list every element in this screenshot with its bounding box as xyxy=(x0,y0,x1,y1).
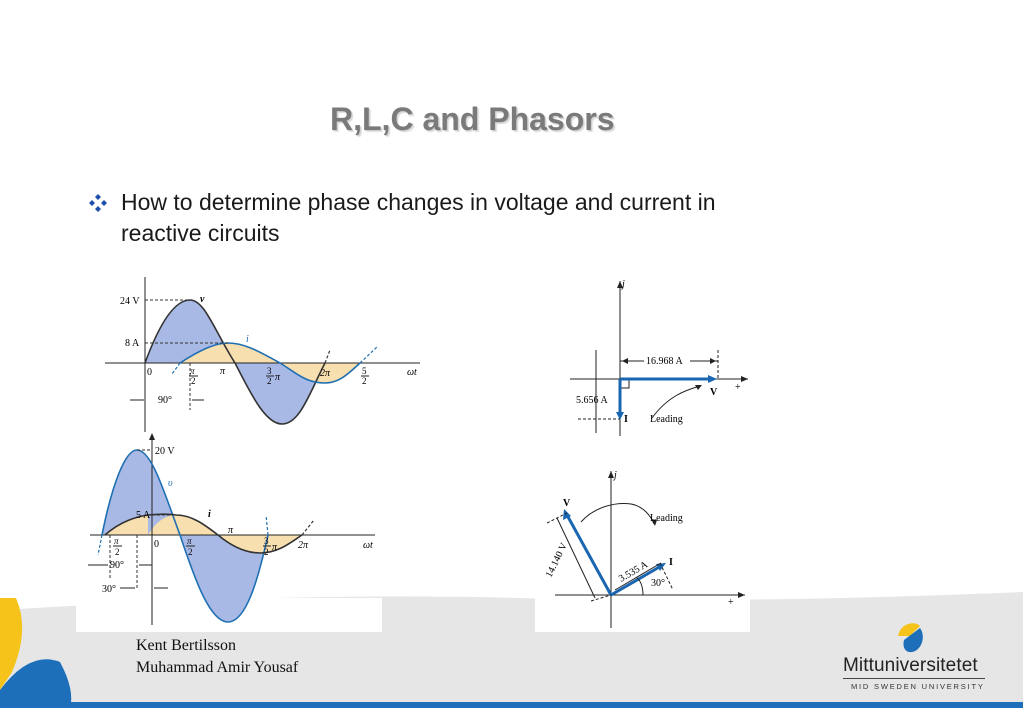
origin-label-2: 0 xyxy=(154,539,159,550)
j-axis-label-2: j xyxy=(612,470,617,481)
tick-three-half-num-2: 3 xyxy=(264,536,269,546)
tick-three-half-num: 3 xyxy=(267,366,272,376)
v-magnitude-label: 16.968 A xyxy=(646,356,683,367)
origin-label: 0 xyxy=(147,367,152,378)
tick-pi-over-2-num: π xyxy=(190,366,195,376)
bullet-item: How to determine phase changes in voltag… xyxy=(88,187,721,249)
i-curve-label: i xyxy=(246,334,249,345)
waveform-figure-1: 24 V 8 A v i 0 π 2 π 3 2 π 2π 5 2 ωt 90° xyxy=(105,277,420,432)
author-2: Muhammad Amir Yousaf xyxy=(136,659,299,676)
author-1: Kent Bertilsson xyxy=(136,637,236,654)
v-phasor-label: V xyxy=(710,387,718,398)
j-axis-label: j xyxy=(620,279,625,290)
waveform-figure-2: 20 V 5 A υ i π 0 π 2 π 2 3 2 π 2π ωt 90°… xyxy=(88,433,375,625)
phase-shift-label: 90° xyxy=(158,395,172,406)
tick-neg-pi-num: π xyxy=(114,536,119,546)
i-phasor-label: I xyxy=(624,414,628,425)
tick-two-pi: 2π xyxy=(320,368,331,379)
university-logo-icon xyxy=(898,623,923,653)
i-peak-label-2: 5 A xyxy=(136,510,151,521)
i-phasor-label-2: I xyxy=(669,557,673,568)
leading-label: Leading xyxy=(650,414,683,425)
accent-blue-shape xyxy=(0,659,72,708)
tick-five-half-num: 5 xyxy=(362,366,367,376)
tick-three-half-pi: π xyxy=(275,372,281,383)
v-phasor-label-2: V xyxy=(563,498,571,509)
diamond-bullet-icon xyxy=(89,194,107,212)
tick-three-half-den-2: 2 xyxy=(264,547,269,557)
phase-shift-label-90: 90° xyxy=(110,560,124,571)
tick-three-half-pi-2: π xyxy=(272,542,278,553)
axis-label-omega-t: ωt xyxy=(407,367,417,378)
i-magnitude-label: 5.656 A xyxy=(576,395,608,406)
tick-pi-over-2-den: 2 xyxy=(191,376,196,386)
i-curve-label-2: i xyxy=(208,509,211,520)
phasor-diagram-2: j V 14.140 V 3.535 A I 30° Leading + xyxy=(544,470,745,628)
bullet-text: How to determine phase changes in voltag… xyxy=(121,189,716,246)
phase-shift-label-30: 30° xyxy=(102,584,116,595)
v-peak-label: 24 V xyxy=(120,296,140,307)
v-curve-label-2: υ xyxy=(168,478,173,489)
i-peak-label: 8 A xyxy=(125,338,140,349)
v-peak-label-2: 20 V xyxy=(155,446,175,457)
tick-pi-over-2-den-2: 2 xyxy=(188,547,193,557)
tick-two-pi-2: 2π xyxy=(298,540,309,551)
logo-subtitle: MID SWEDEN UNIVERSITY xyxy=(851,682,985,691)
plus-label-2: + xyxy=(728,597,734,608)
tick-pi-2: π xyxy=(228,525,234,536)
tick-five-half-den: 2 xyxy=(362,376,367,386)
v-curve-label: v xyxy=(200,294,205,305)
logo-divider xyxy=(843,678,985,679)
logo-name: Mittuniversitetet xyxy=(843,655,978,676)
v-magnitude-label-2: 14.140 V xyxy=(544,541,570,580)
accent-yellow-shape xyxy=(0,598,23,690)
plus-label: + xyxy=(735,382,741,393)
tick-pi-over-2-num-2: π xyxy=(187,536,192,546)
phasor-diagram-1: j 16.968 A V + 5.656 A I Leading xyxy=(570,279,748,436)
slide-title: R,L,C and Phasors xyxy=(330,101,615,137)
leading-label-2: Leading xyxy=(650,513,683,524)
angle-label: 30° xyxy=(651,578,665,589)
tick-neg-pi-den: 2 xyxy=(115,547,120,557)
tick-pi: π xyxy=(220,366,226,377)
axis-label-omega-t-2: ωt xyxy=(363,540,373,551)
tick-three-half-den: 2 xyxy=(267,376,272,386)
